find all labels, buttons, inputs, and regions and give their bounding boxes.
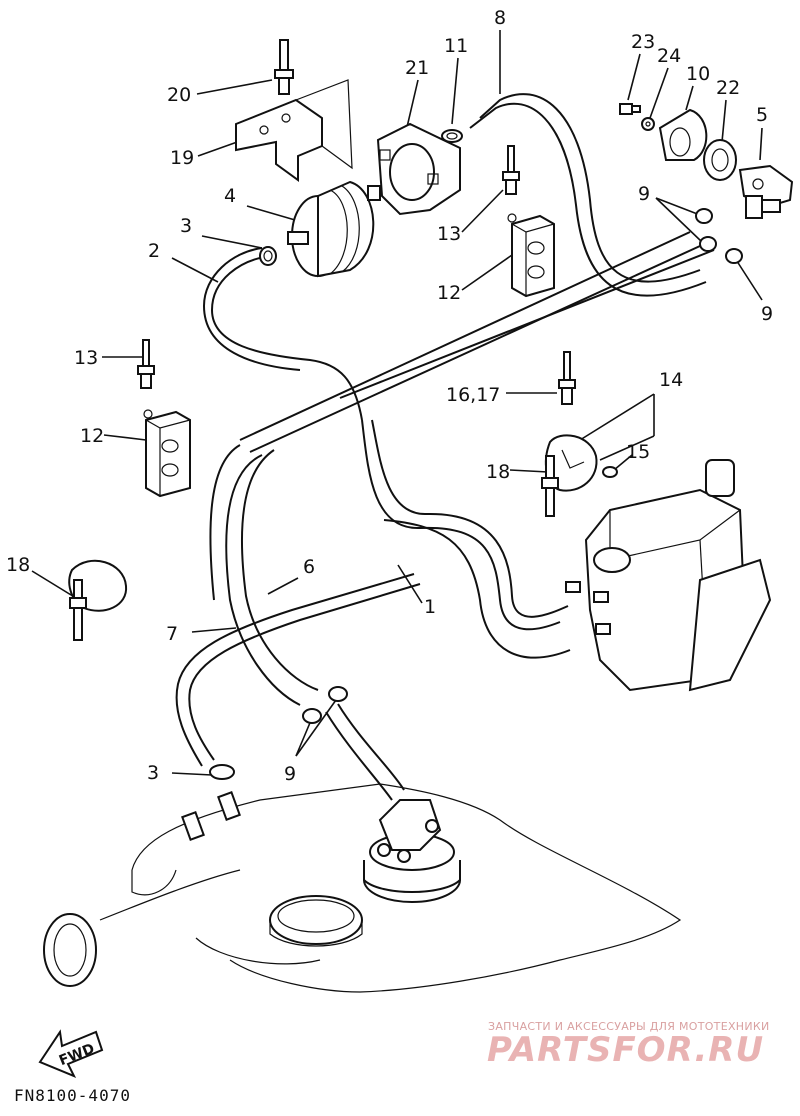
part-20-bolt [274,39,294,95]
callout-5: 5 [756,104,768,126]
callout-4: 4 [224,185,236,207]
part-16-17-rivet [558,351,576,405]
callout-22: 22 [716,77,740,99]
callout-18-left: 18 [6,554,30,576]
callout-1: 1 [424,596,436,618]
callout-21: 21 [405,57,429,79]
part-24-washer [641,117,655,131]
callout-12-mid: 12 [437,282,461,304]
callout-16-17: 16,17 [446,384,500,406]
engine-carburetor-assembly [565,459,772,692]
part-21-filter-holder [376,122,461,216]
watermark-tagline: ЗАПЧАСТИ И АКСЕССУАРЫ ДЛЯ МОТОТЕХНИКИ [488,1020,770,1033]
part-9-clamps-lower [302,686,348,724]
callout-24: 24 [657,45,681,67]
leader-lines [31,30,763,776]
callout-19: 19 [170,147,194,169]
callout-3-bottom: 3 [147,762,159,784]
part-19-bracket [235,79,353,182]
callout-11: 11 [444,35,468,57]
part-4-fuel-filter [287,180,381,278]
callout-6: 6 [303,556,315,578]
callout-23: 23 [631,31,655,53]
part-11-clip [441,129,463,143]
callout-2: 2 [148,240,160,262]
part-5-fuel-cock [738,164,794,219]
part-18-band-mid [541,455,559,517]
part-22-nut [703,139,737,181]
part-3-clamp-bottom [209,764,235,780]
callout-18-mid: 18 [486,461,510,483]
callout-20: 20 [167,84,191,106]
fuel-hoses [175,93,715,801]
watermark-brand: PARTSFOR.RU [487,1030,765,1070]
callout-9-right: 9 [761,303,773,325]
callout-13-left: 13 [74,347,98,369]
callout-15: 15 [626,441,650,463]
part-12-hose-holder-left [143,409,191,498]
callout-7: 7 [166,623,178,645]
part-13-rivet-left [137,339,155,389]
fuel-tank [43,783,682,993]
part-23-screw [619,103,641,115]
callout-9-upper: 9 [638,183,650,205]
part-15-clip [602,466,618,478]
callout-3-top: 3 [180,215,192,237]
callout-9-bottom: 9 [284,763,296,785]
part-12-hose-holder-mid [507,213,555,298]
part-13-rivet-mid [502,145,520,195]
part-10-knob [658,108,708,161]
part-18-band-left [68,559,128,641]
callout-13-mid: 13 [437,223,461,245]
callout-14: 14 [659,369,683,391]
diagram-code: FN8100-4070 [14,1086,131,1105]
callout-10: 10 [686,63,710,85]
fwd-direction-arrow: FWD [38,1029,104,1078]
part-3-clamp-top [259,246,277,266]
part-9-clamps-upper [695,208,743,264]
callout-8: 8 [494,7,506,29]
callout-12-left: 12 [80,425,104,447]
